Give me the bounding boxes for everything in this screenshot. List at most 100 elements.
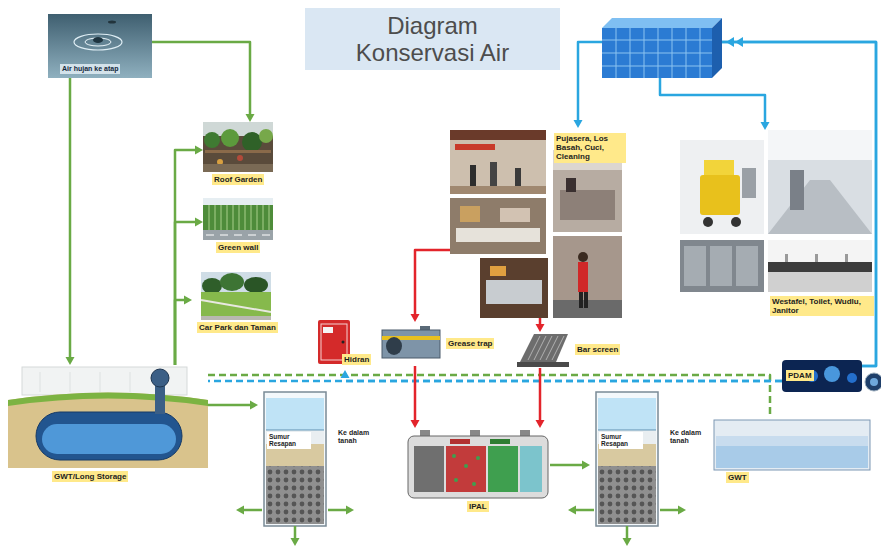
roof-garden-photo: Roof Garden	[203, 122, 273, 188]
node-label: Roof Garden	[212, 174, 264, 185]
food-court-photos	[500, 208, 530, 222]
arrow-head	[341, 370, 350, 378]
node-label: Pujasera, Los Basah, Cuci, Cleaning	[554, 133, 626, 163]
food-court-photos	[456, 228, 540, 242]
flow-line	[152, 42, 250, 117]
node-label: Car Park dan Taman	[197, 322, 278, 333]
roof-garden-photo	[203, 122, 273, 172]
food-court-photos	[486, 280, 542, 304]
pdam-supply	[782, 360, 862, 392]
rain-photo	[74, 34, 122, 50]
green-wall-photo	[209, 205, 269, 230]
roof-garden-photo	[203, 122, 273, 172]
long-storage-tank	[8, 367, 208, 468]
roof-garden-photo	[221, 129, 239, 147]
well-label: Sumur Resapan	[267, 432, 311, 449]
food-court-photos	[490, 266, 506, 276]
ipal-tank	[488, 446, 518, 492]
food-court-photos	[470, 165, 476, 187]
flow-arrow	[536, 318, 545, 332]
car-park-photo	[201, 316, 271, 320]
flow-arrow	[411, 250, 451, 322]
water-tank	[712, 18, 722, 78]
rain-photo	[108, 21, 116, 24]
flow-line	[175, 150, 198, 365]
washroom-photos	[768, 180, 872, 234]
ipal-tank	[414, 446, 444, 492]
flow-line	[69, 78, 72, 360]
well-label: Sumur Resapan	[599, 432, 643, 449]
pdam-supply: PDAM	[782, 360, 862, 392]
car-park-photo	[201, 272, 271, 320]
car-park-photo	[201, 272, 271, 320]
arrow-head	[574, 120, 583, 128]
food-court-photos	[490, 162, 497, 187]
water-tank	[726, 37, 734, 47]
flow-arrow	[660, 42, 876, 366]
food-court-photos	[450, 130, 546, 194]
food-court-photos	[450, 186, 546, 194]
flow-line	[415, 250, 450, 317]
flow-line	[175, 222, 198, 365]
flow-arrow	[208, 401, 258, 410]
gwt-tank	[714, 420, 870, 470]
washroom-photos	[768, 272, 872, 292]
green-wall-photo	[206, 235, 270, 236]
food-court-photos	[579, 292, 583, 308]
gwt-tank: GWT	[712, 418, 872, 486]
ipal-tank	[520, 430, 530, 436]
flow-arrow	[341, 370, 783, 381]
node-label: Green wall	[216, 242, 260, 253]
washroom-photos: Westafel, Toilet, Wudlu, Janitor	[678, 130, 876, 322]
ipal-tank	[470, 430, 480, 436]
flow-arrow	[175, 296, 192, 366]
infiltration-well	[236, 392, 354, 546]
flow-line	[539, 368, 542, 423]
flow-line	[175, 300, 187, 365]
roof-garden-photo	[242, 132, 262, 152]
well-label: Ke dalam tanah	[336, 428, 380, 446]
gwt-tank	[716, 446, 868, 468]
bar-screen-unit	[528, 336, 564, 360]
infiltration-well	[568, 392, 686, 546]
arrow-head	[536, 324, 545, 332]
flow-arrow	[152, 42, 255, 122]
washroom-photos	[680, 140, 764, 234]
water-tank	[735, 37, 743, 47]
bar-screen-unit	[517, 362, 569, 367]
food-court-photos	[450, 198, 546, 254]
food-court-photos: Pujasera, Los Basah, Cuci, Cleaning	[450, 128, 628, 318]
bar-screen-photo: Bar screen	[517, 332, 629, 368]
food-court-photos	[578, 262, 588, 292]
node-label: IPAL	[467, 501, 489, 512]
flow-arrow	[175, 218, 203, 366]
flow-line	[578, 42, 876, 366]
washroom-photos	[768, 240, 872, 292]
rain-photo	[48, 14, 152, 78]
food-court-photos	[560, 190, 615, 220]
rain-photo	[93, 37, 103, 43]
infiltration-well: Sumur ResapanKe dalam tanah	[258, 388, 332, 530]
ipal-tank	[408, 436, 548, 498]
flow-arrow	[536, 368, 545, 428]
roof-garden-photo	[237, 155, 243, 161]
washroom-photos	[815, 254, 818, 262]
washroom-photos	[768, 130, 872, 160]
long-storage-tank: GWT/Long Storage	[8, 365, 208, 487]
washroom-photos	[785, 254, 788, 262]
ipal-tank	[450, 439, 470, 444]
food-court-photos	[450, 130, 546, 140]
ipal-tank	[454, 478, 458, 482]
green-wall-photo	[203, 198, 273, 240]
water-tank	[602, 28, 712, 78]
node-label: Hidran	[342, 354, 371, 365]
arrow-head	[246, 114, 255, 122]
washroom-photos	[790, 170, 804, 210]
arrow-head	[411, 420, 420, 428]
flow-arrow	[411, 366, 420, 428]
flow-line	[208, 380, 782, 383]
water-tank	[602, 28, 712, 78]
rain-photo: Air hujan ke atap	[48, 14, 152, 78]
water-tank	[602, 18, 743, 78]
